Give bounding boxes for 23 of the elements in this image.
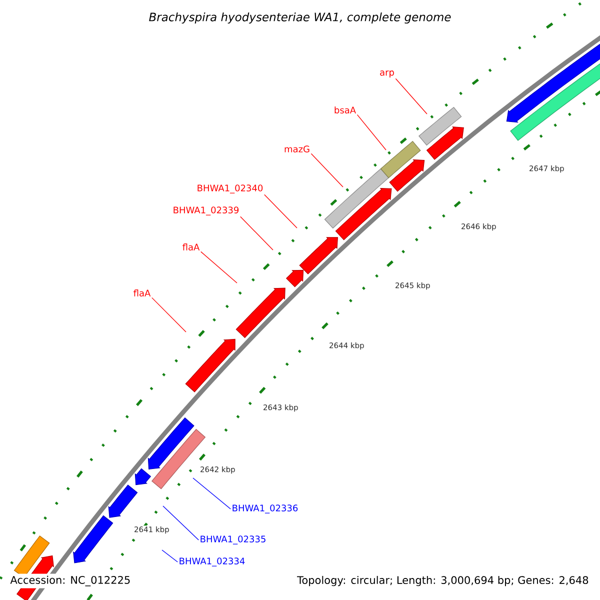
title: Brachyspira hyodysenteriae WA1, complete genome	[149, 12, 451, 24]
leader-line	[310, 153, 344, 188]
leader-line	[395, 78, 428, 114]
gene-label: mazG	[284, 146, 310, 152]
gene-label: arp	[380, 70, 394, 78]
gene-label: flaA	[182, 244, 200, 250]
leader-line	[192, 478, 231, 510]
leader-line	[200, 251, 238, 284]
leader-line	[240, 216, 274, 250]
gene-label: bsaA	[334, 106, 356, 114]
gene-label: BHWA1_02339	[174, 206, 239, 216]
leader-line	[152, 297, 186, 332]
gene-label: BHWA1_02335	[200, 536, 266, 544]
gene-label: BHWA1_02340	[198, 184, 263, 194]
footer-text: Topology: circular; Length: 3,000,694 bp; Genes: 2,648	[295, 574, 591, 588]
leader-line	[264, 194, 298, 228]
footer-text: Accession: NC_012225	[8, 574, 133, 588]
gene-label: BHWA1_02334	[180, 558, 245, 566]
leader-line	[356, 114, 386, 150]
leader-line	[162, 506, 199, 540]
gene-label: flaA	[134, 290, 151, 296]
leader-line	[162, 550, 178, 562]
gene-label: BHWA1_02336	[232, 504, 298, 514]
